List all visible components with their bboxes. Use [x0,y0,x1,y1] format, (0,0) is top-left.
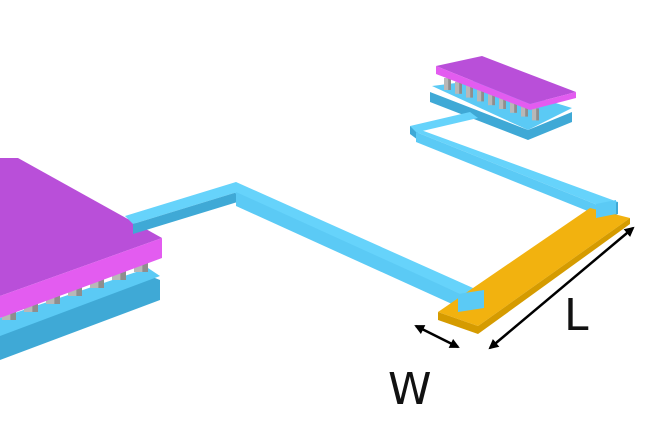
right-chip-bump [488,93,495,106]
short-trace [410,112,618,220]
right-chip-bump-shade [470,85,473,98]
short-trace-tip [596,200,616,218]
left-chip-side [0,238,162,318]
right-chip-bump-shade [514,100,517,113]
right-chip [430,56,576,140]
right-chip-side [436,66,530,110]
long-trace-seg-1-top [125,182,244,224]
right-chip-bump-shade [492,93,495,106]
right-chip-side-right [530,92,576,110]
gold-pad-front [438,312,478,334]
short-trace-seg-1-top [410,112,478,132]
long-trace-seg-2-front [236,192,474,314]
right-chip-bump-shade [536,108,539,121]
left-chip [0,158,162,360]
right-chip-bump-shade [481,89,484,102]
right-chip-top [436,56,576,104]
long-trace [125,182,482,314]
length-label: L [564,290,589,341]
width-arrow [414,324,460,349]
right-chip-bump [499,97,506,109]
width-label: W [388,364,432,415]
short-trace-seg-2-top [410,126,618,210]
left-chip-bottom-plate-top [0,268,160,336]
right-chip-bumps [444,78,539,121]
right-chip-bump [510,100,517,113]
right-chip-bump-shade [448,78,451,90]
right-chip-bump [466,85,473,98]
right-chip-bump-shade [525,104,528,117]
gold-pad [438,208,630,334]
short-trace-seg-2-front [416,132,610,220]
length-arrow [488,226,635,350]
length-dimension: L [488,226,635,350]
right-chip-bump [477,89,484,102]
long-trace-seg-2-top [228,182,482,300]
right-chip-bump-shade [459,81,462,94]
long-trace-tip [458,290,484,312]
right-chip-bump [455,81,462,94]
right-chip-bump [444,78,451,90]
long-trace-seg-1-side [133,190,244,234]
right-chip-bottom-plate [430,92,572,140]
left-chip-bottom-plate [0,276,160,360]
right-chip-bump-shade [503,97,506,109]
left-chip-top [0,158,162,296]
right-chip-bump [521,104,528,117]
width-dimension: W [388,324,460,415]
right-chip-bump [532,108,539,121]
